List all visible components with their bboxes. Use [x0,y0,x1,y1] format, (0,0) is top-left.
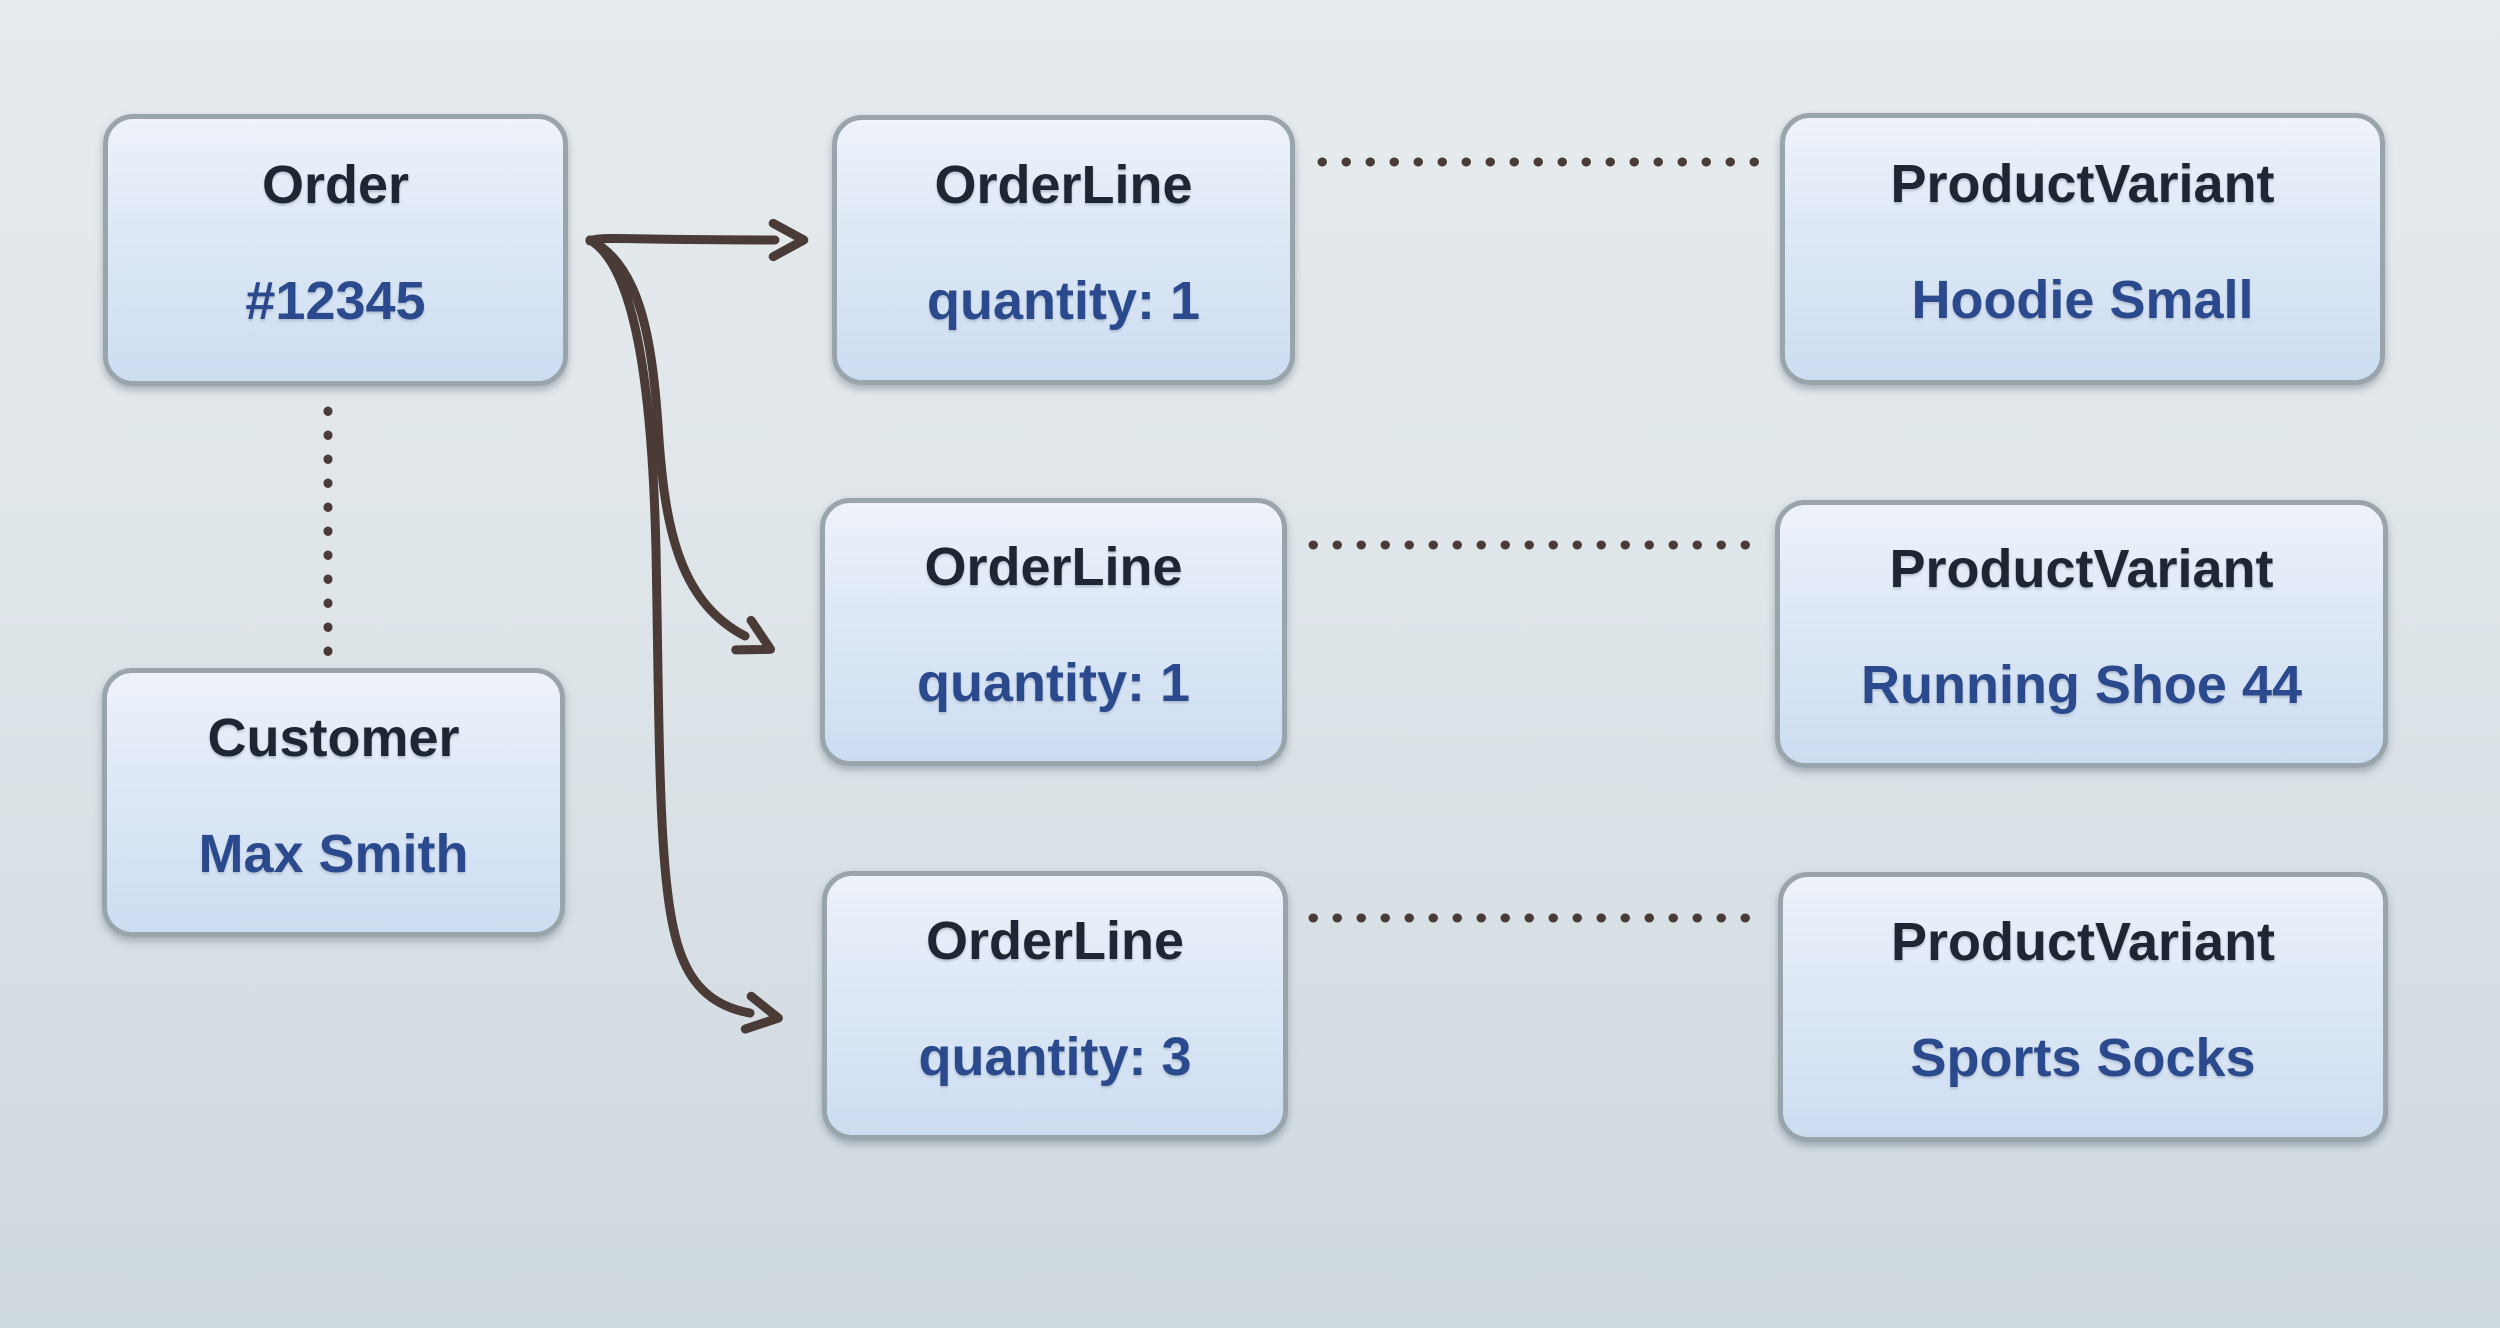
arrow-order-to-orderline-2 [585,235,776,655]
productvariant-title: ProductVariant [1890,154,2275,214]
productvariant-title: ProductVariant [1890,912,2276,972]
orderline-box-1: OrderLine quantity: 1 [832,115,1295,385]
order-number: #12345 [245,271,426,331]
order-title: Order [261,155,410,215]
orderline-title: OrderLine [925,910,1185,971]
orderline-quantity: quantity: 1 [916,653,1190,713]
productvariant-title: ProductVariant [1889,539,2274,599]
orderline-quantity: quantity: 1 [926,271,1200,331]
productvariant-box-3: ProductVariant Sports Socks [1778,872,2388,1142]
orderline-box-3: OrderLine quantity: 3 [822,871,1288,1140]
customer-title: Customer [207,707,460,768]
customer-name: Max Smith [198,823,469,884]
orderline-box-2: OrderLine quantity: 1 [820,498,1287,766]
orderline-title: OrderLine [924,537,1183,597]
orderline-title: OrderLine [934,155,1193,215]
arrow-order-to-orderline-3 [585,235,783,1034]
orderline-quantity: quantity: 3 [918,1026,1192,1087]
productvariant-box-2: ProductVariant Running Shoe 44 [1775,500,2388,768]
order-box: Order #12345 [103,114,568,386]
productvariant-name: Hoodie Small [1911,270,2254,330]
arrow-order-to-orderline-1 [585,218,809,262]
customer-box: Customer Max Smith [102,668,565,937]
productvariant-name: Running Shoe 44 [1860,655,2303,715]
productvariant-name: Sports Socks [1910,1028,2256,1088]
productvariant-box-1: ProductVariant Hoodie Small [1780,113,2385,385]
